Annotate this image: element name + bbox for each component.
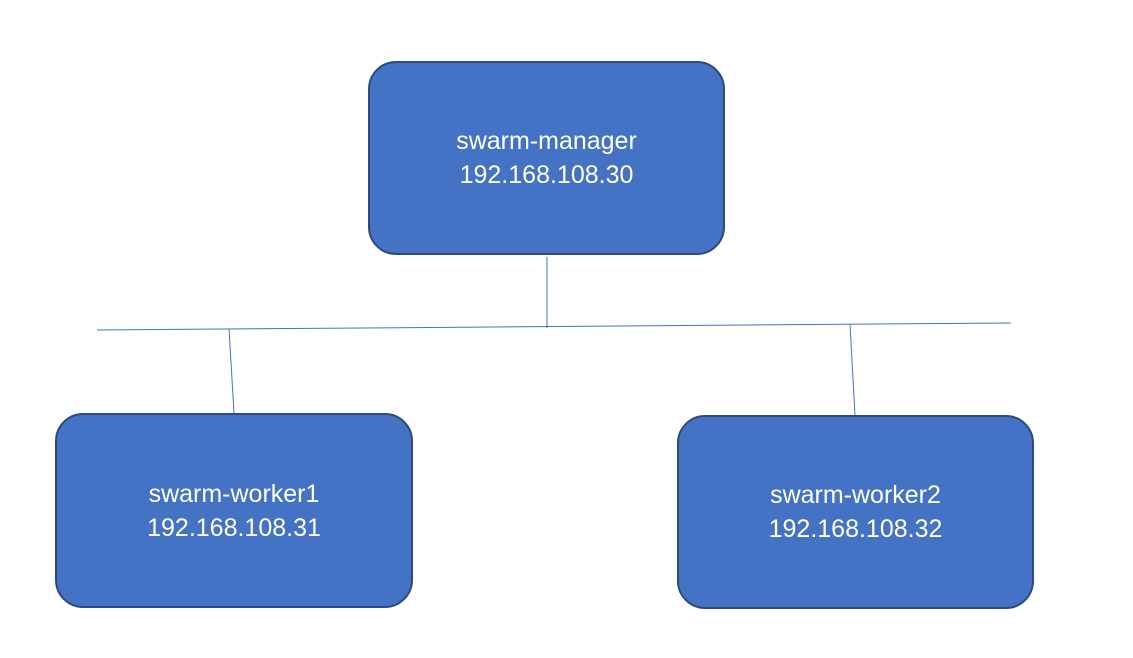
node-ip-address: 192.168.108.31 bbox=[147, 513, 321, 542]
network-bus-line bbox=[96, 322, 1012, 331]
node-name: swarm-manager bbox=[456, 127, 637, 155]
node-ip-address: 192.168.108.30 bbox=[459, 161, 634, 189]
worker2-uplink-line bbox=[849, 323, 856, 416]
node-ip-address: 192.168.108.32 bbox=[768, 515, 943, 543]
swarm-manager-node[interactable]: swarm-manager 192.168.108.30 bbox=[368, 61, 725, 255]
worker1-uplink-line bbox=[228, 328, 235, 414]
node-name: swarm-worker2 bbox=[770, 481, 941, 509]
swarm-worker2-node[interactable]: swarm-worker2 192.168.108.32 bbox=[677, 415, 1034, 609]
swarm-worker1-node[interactable]: swarm-worker1 192.168.108.31 bbox=[55, 413, 413, 608]
node-name: swarm-worker1 bbox=[148, 479, 320, 508]
